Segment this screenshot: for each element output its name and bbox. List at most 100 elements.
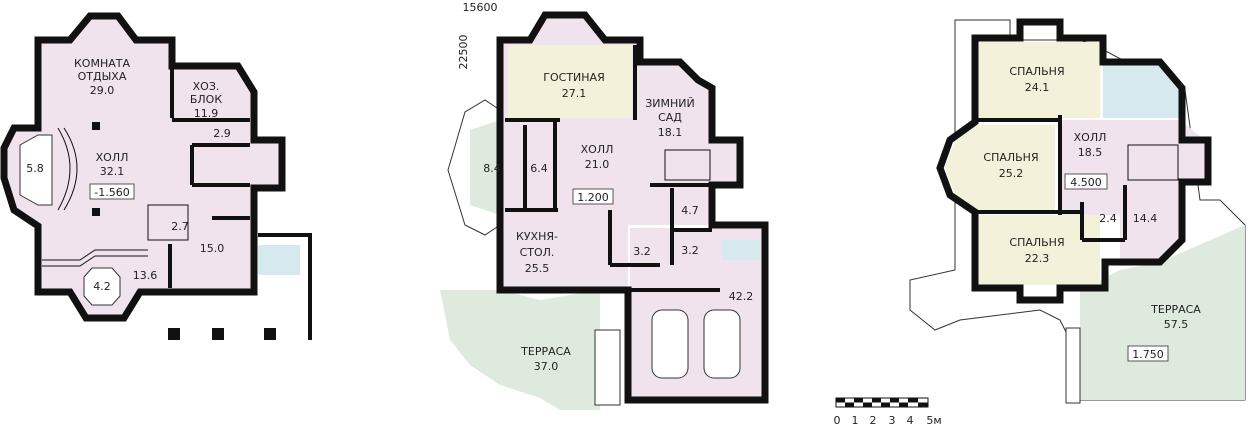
upper-terrace-floor (1080, 225, 1245, 400)
dimension-width: 15600 (463, 1, 498, 14)
void-over-garden (1103, 62, 1180, 118)
pillar (212, 328, 224, 340)
room-area: 14.4 (1133, 212, 1158, 225)
room-label: КОМНАТА (74, 57, 130, 70)
scale-segment (854, 398, 863, 403)
room-label: СТОЛ. (520, 246, 555, 259)
level-marker (89, 183, 135, 200)
sauna-outline (83, 267, 121, 306)
upper-hall-floor (1060, 120, 1205, 262)
room-label: ХОЛЛ (1074, 131, 1107, 144)
room-area: 2.9 (213, 127, 231, 140)
ground-floor-plan: 15600 22500 ГОСТИНАЯ 27.1 ЗИМНИЙ САД 18.… (440, 1, 769, 410)
room-area: 25.2 (999, 167, 1024, 180)
wc-outline (147, 204, 189, 241)
scale-segment (836, 398, 845, 403)
scale-segment (863, 402, 872, 407)
room-area: 6.4 (530, 162, 548, 175)
basement-plan: КОМНАТА ОТДЫХА 29.0 ХОЗ. БЛОК 11.9 2.9 Х… (0, 12, 312, 340)
room-label: СПАЛЬНЯ (1009, 236, 1064, 249)
retaining-wall (258, 233, 312, 340)
scale-segment (872, 398, 881, 403)
room-label: СПАЛЬНЯ (1009, 65, 1064, 78)
scale-bar: 0 1 2 3 4 5м (834, 397, 942, 427)
room-area: 3.2 (681, 244, 699, 257)
bedroom-3-floor (975, 215, 1100, 285)
scale-segment (918, 402, 928, 407)
room-area: 18.5 (1078, 146, 1103, 159)
room-label: БЛОК (190, 93, 222, 106)
room-8-4-floor (470, 120, 500, 215)
room-label: ТЕРРАСА (1150, 303, 1201, 316)
terrace-stairs (1065, 327, 1081, 404)
terrace-floor (440, 290, 600, 410)
living-room-floor (508, 45, 632, 118)
room-label: ХОЛЛ (96, 151, 129, 164)
room-area: 27.1 (562, 87, 587, 100)
level-marker (1064, 173, 1108, 190)
room-area: 8.4 (483, 162, 501, 175)
room-label: ГОСТИНАЯ (543, 71, 604, 84)
room-area: 3.2 (633, 245, 651, 258)
room-area: 4.7 (681, 204, 699, 217)
pillar (264, 328, 276, 340)
level-value: 4.500 (1070, 176, 1102, 189)
curved-step (57, 127, 78, 211)
room-area: 37.0 (534, 360, 559, 373)
ground-outer-wall (496, 11, 769, 404)
room-area: 24.1 (1025, 81, 1050, 94)
room-area: 21.0 (585, 158, 610, 171)
level-value: 1.200 (577, 191, 609, 204)
scale-tick: 3 (889, 414, 896, 427)
level-marker (572, 188, 614, 205)
room-area: 5.8 (26, 162, 44, 175)
room-label: САД (658, 111, 682, 124)
room-area: 11.9 (194, 107, 219, 120)
scale-tick: 2 (870, 414, 877, 427)
room-area: 22.3 (1025, 252, 1050, 265)
scale-segment (881, 402, 890, 407)
upper-floor-plan: СПАЛЬНЯ 24.1 СПАЛЬНЯ 25.2 ХОЛЛ 18.5 4.50… (909, 18, 1246, 404)
bedroom-1-floor (975, 42, 1100, 118)
column (92, 208, 100, 216)
room-area: 2.4 (1099, 212, 1117, 225)
room-area: 32.1 (100, 165, 125, 178)
scale-tick: 1 (852, 414, 859, 427)
room-label: ХОЗ. (193, 80, 220, 93)
room-label: ТЕРРАСА (520, 345, 571, 358)
scale-segment (845, 402, 854, 407)
room-label: ХОЛЛ (581, 143, 614, 156)
terrace-stairs (594, 329, 621, 406)
room-area: 25.5 (525, 262, 550, 275)
room-area: 18.1 (658, 126, 683, 139)
car-icon (703, 309, 741, 379)
step-line (42, 249, 148, 267)
room-area: 2.7 (171, 220, 189, 233)
room-area: 15.0 (200, 242, 225, 255)
room-label: КУХНЯ- (516, 230, 558, 243)
room-area: 4.2 (93, 280, 111, 293)
room-area: 29.0 (90, 84, 115, 97)
room-area: 57.5 (1164, 318, 1189, 331)
basement-outer-wall (0, 12, 286, 322)
stairs (1127, 144, 1179, 181)
basement-lightwell (258, 245, 300, 275)
scale-tick: 5м (926, 414, 941, 427)
lightwell (722, 240, 760, 260)
column (92, 122, 100, 130)
bedroom-2-floor (945, 125, 1055, 210)
pillar (168, 328, 180, 340)
scale-tick: 4 (907, 414, 914, 427)
dimension-depth: 22500 (457, 35, 470, 70)
bay-room (19, 134, 53, 206)
scale-tick: 0 (834, 414, 841, 427)
level-value: 1.750 (1132, 348, 1164, 361)
scale-segment (908, 398, 918, 403)
room-label: ЗИМНИЙ (645, 97, 695, 110)
room-label: СПАЛЬНЯ (983, 151, 1038, 164)
level-value: -1.560 (94, 186, 129, 199)
scale-segment (890, 398, 899, 403)
basement-floor (4, 16, 282, 318)
car-icon (651, 309, 689, 379)
